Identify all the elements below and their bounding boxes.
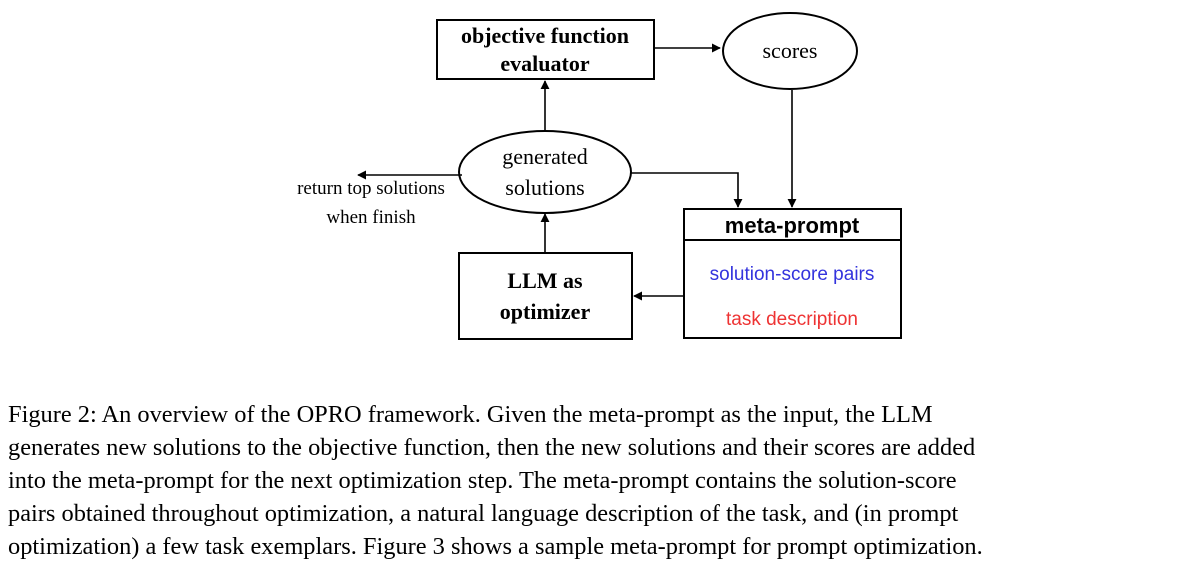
scores-label: scores [763, 38, 818, 63]
generated-label-line1: generated [502, 144, 588, 169]
caption-line: pairs obtained throughout optimization, … [8, 500, 959, 527]
optimizer-label-line2: optimizer [500, 299, 591, 324]
caption-line: optimization) a few task exemplars. Figu… [8, 533, 983, 560]
arrows [357, 43, 797, 301]
arrow-generated-to-meta-prompt [631, 172, 743, 208]
caption-line: generates new solutions to the objective… [8, 434, 976, 461]
scores-ellipse [722, 12, 858, 90]
evaluator-node: objective function evaluator [436, 19, 655, 80]
meta-prompt-box [683, 208, 902, 339]
meta-prompt-item-solution-score-pairs: solution-score pairs [710, 264, 875, 285]
evaluator-box [436, 19, 655, 80]
scores-node: scores [722, 12, 858, 90]
generated-solutions-node: generated solutions [458, 130, 632, 214]
generated-solutions-ellipse [458, 130, 632, 214]
caption-line: into the meta-prompt for the next optimi… [8, 467, 957, 494]
opro-framework-diagram: objective function evaluator scores gene… [297, 12, 902, 340]
caption-line: Figure 2: An overview of the OPRO framew… [8, 401, 933, 428]
meta-prompt-item-task-description: task description [726, 309, 858, 330]
meta-prompt-node: meta-prompt solution-score pairs task de… [683, 208, 902, 339]
return-label-line2: when finish [326, 207, 416, 228]
return-label: return top solutions when finish [297, 178, 445, 228]
meta-prompt-title: meta-prompt [725, 213, 860, 238]
optimizer-label-line1: LLM as [507, 268, 583, 293]
generated-label-line2: solutions [505, 175, 584, 200]
evaluator-label-line2: evaluator [500, 51, 589, 76]
evaluator-label-line1: objective function [461, 23, 629, 48]
figure-caption: Figure 2: An overview of the OPRO framew… [8, 398, 1194, 563]
diagram-canvas: objective function evaluator scores gene… [297, 12, 902, 340]
optimizer-box [458, 252, 633, 340]
optimizer-node: LLM as optimizer [458, 252, 633, 340]
return-label-line1: return top solutions [297, 178, 445, 199]
